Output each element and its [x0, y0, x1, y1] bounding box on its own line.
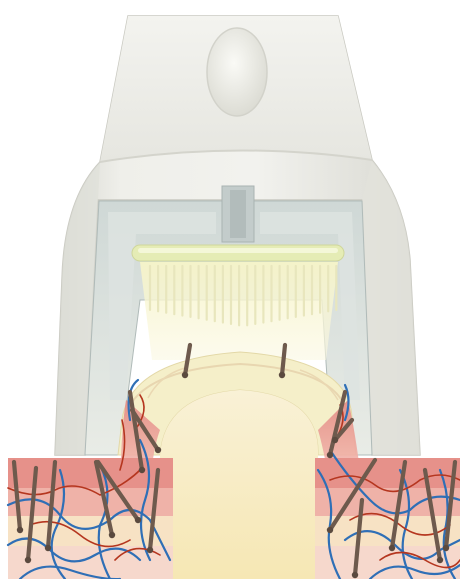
hair-bulb: [155, 447, 161, 453]
hair-bulb: [327, 527, 333, 533]
hair-bulb: [437, 557, 443, 563]
hair-bulb: [147, 547, 153, 553]
hair-bulb: [352, 572, 358, 578]
hair-bulb: [327, 452, 333, 458]
hair-bulb: [135, 517, 141, 523]
hair-bulb: [109, 532, 115, 538]
hair-bulb: [279, 372, 285, 378]
light-rays: [140, 262, 338, 360]
hair-bulb: [139, 467, 145, 473]
light-emitter: [132, 245, 344, 261]
hair-bulb: [182, 372, 188, 378]
hair-bulb: [17, 527, 23, 533]
hair-bulb: [443, 545, 449, 551]
hair-bulb: [25, 557, 31, 563]
hair-shaft: [282, 345, 285, 375]
hair-bulb: [389, 545, 395, 551]
hair-bulb: [45, 545, 51, 551]
top-button: [207, 28, 267, 116]
hair-bulb: [332, 437, 338, 443]
